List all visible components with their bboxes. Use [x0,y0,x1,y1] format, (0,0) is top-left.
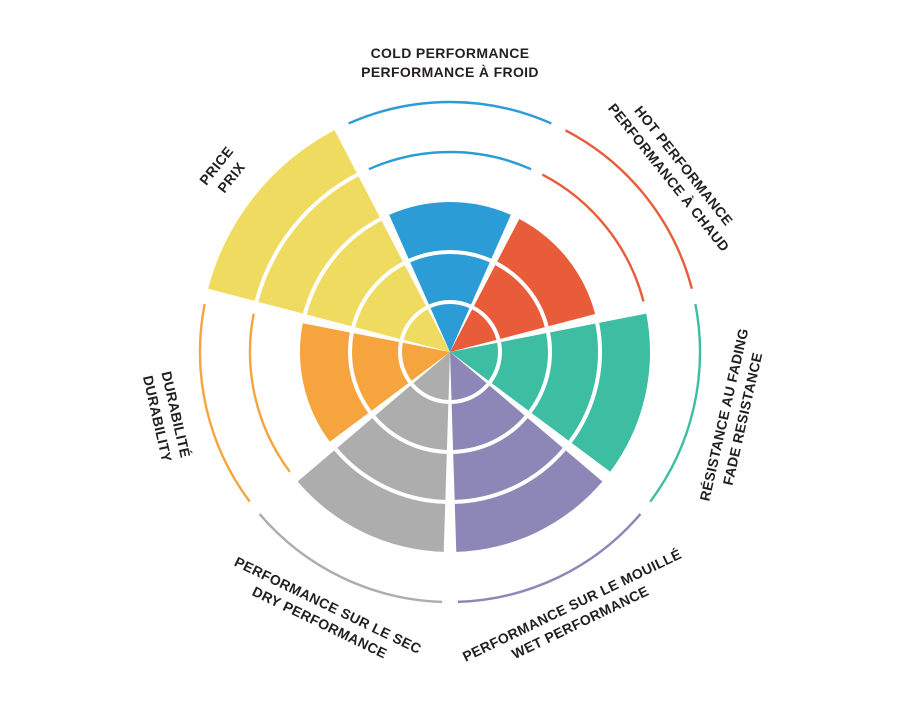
ring-separator [453,415,528,454]
ring-separator [488,342,502,384]
ring-separator [451,383,490,404]
sector-durability-label: DURABILITÉDURABILITY [140,370,194,464]
ring-separator [302,217,382,315]
level-outline-arc [348,100,552,125]
ring-separator [372,415,447,454]
ring-separator [351,261,405,328]
ring-separator [528,332,552,414]
sector-dry-performance-wedge [297,352,450,552]
level-outline-arc [248,313,291,473]
sector-dry-performance-label: PERFORMANCE SUR LE SECDRY PERFORMANCE [224,553,424,674]
ring-separator [348,332,372,414]
ring-separator [454,447,566,504]
ring-separator [428,299,472,309]
sector-cold-performance-wedge [389,202,511,352]
level-outline-arc [649,303,702,503]
sector-wet-performance-label: PERFORMANCE SUR LE MOUILLÉWET PERFORMANC… [460,546,692,682]
sector-wet-performance [450,352,642,604]
sector-hot-performance-label: HOT PERFORMANCEPERFORMANCE À CHAUD [605,88,748,254]
sector-price-label: PRICEPRIX [196,143,251,200]
sector-dry-performance [258,352,450,604]
level-outline-arc [564,129,694,290]
level-outline-arc [541,173,645,302]
sector-durability [198,303,450,503]
ring-separator [334,447,446,504]
level-outline-arc [258,513,443,604]
ring-separator [408,250,492,263]
sector-price-wedge [208,130,450,352]
level-outline-arc [457,513,642,604]
level-outline-arc [368,150,532,171]
sector-durability-wedge [299,323,450,442]
sector-hot-performance [450,129,694,352]
sector-cold-performance [348,100,552,352]
ring-separator [495,261,549,328]
sector-price [208,130,450,352]
ring-separator [254,172,359,302]
level-outline-arc [198,303,251,503]
sector-fade-resistance [450,303,702,503]
ring-separator [472,305,501,340]
ring-separator [398,342,412,384]
ring-separator [399,305,428,340]
sector-wet-performance-wedge [450,352,603,552]
sector-fade-resistance-label: RÉSISTANCE AU FADINGFADE RESISTANCE [697,327,770,507]
ring-separator [410,383,449,404]
ring-separator [568,322,603,443]
